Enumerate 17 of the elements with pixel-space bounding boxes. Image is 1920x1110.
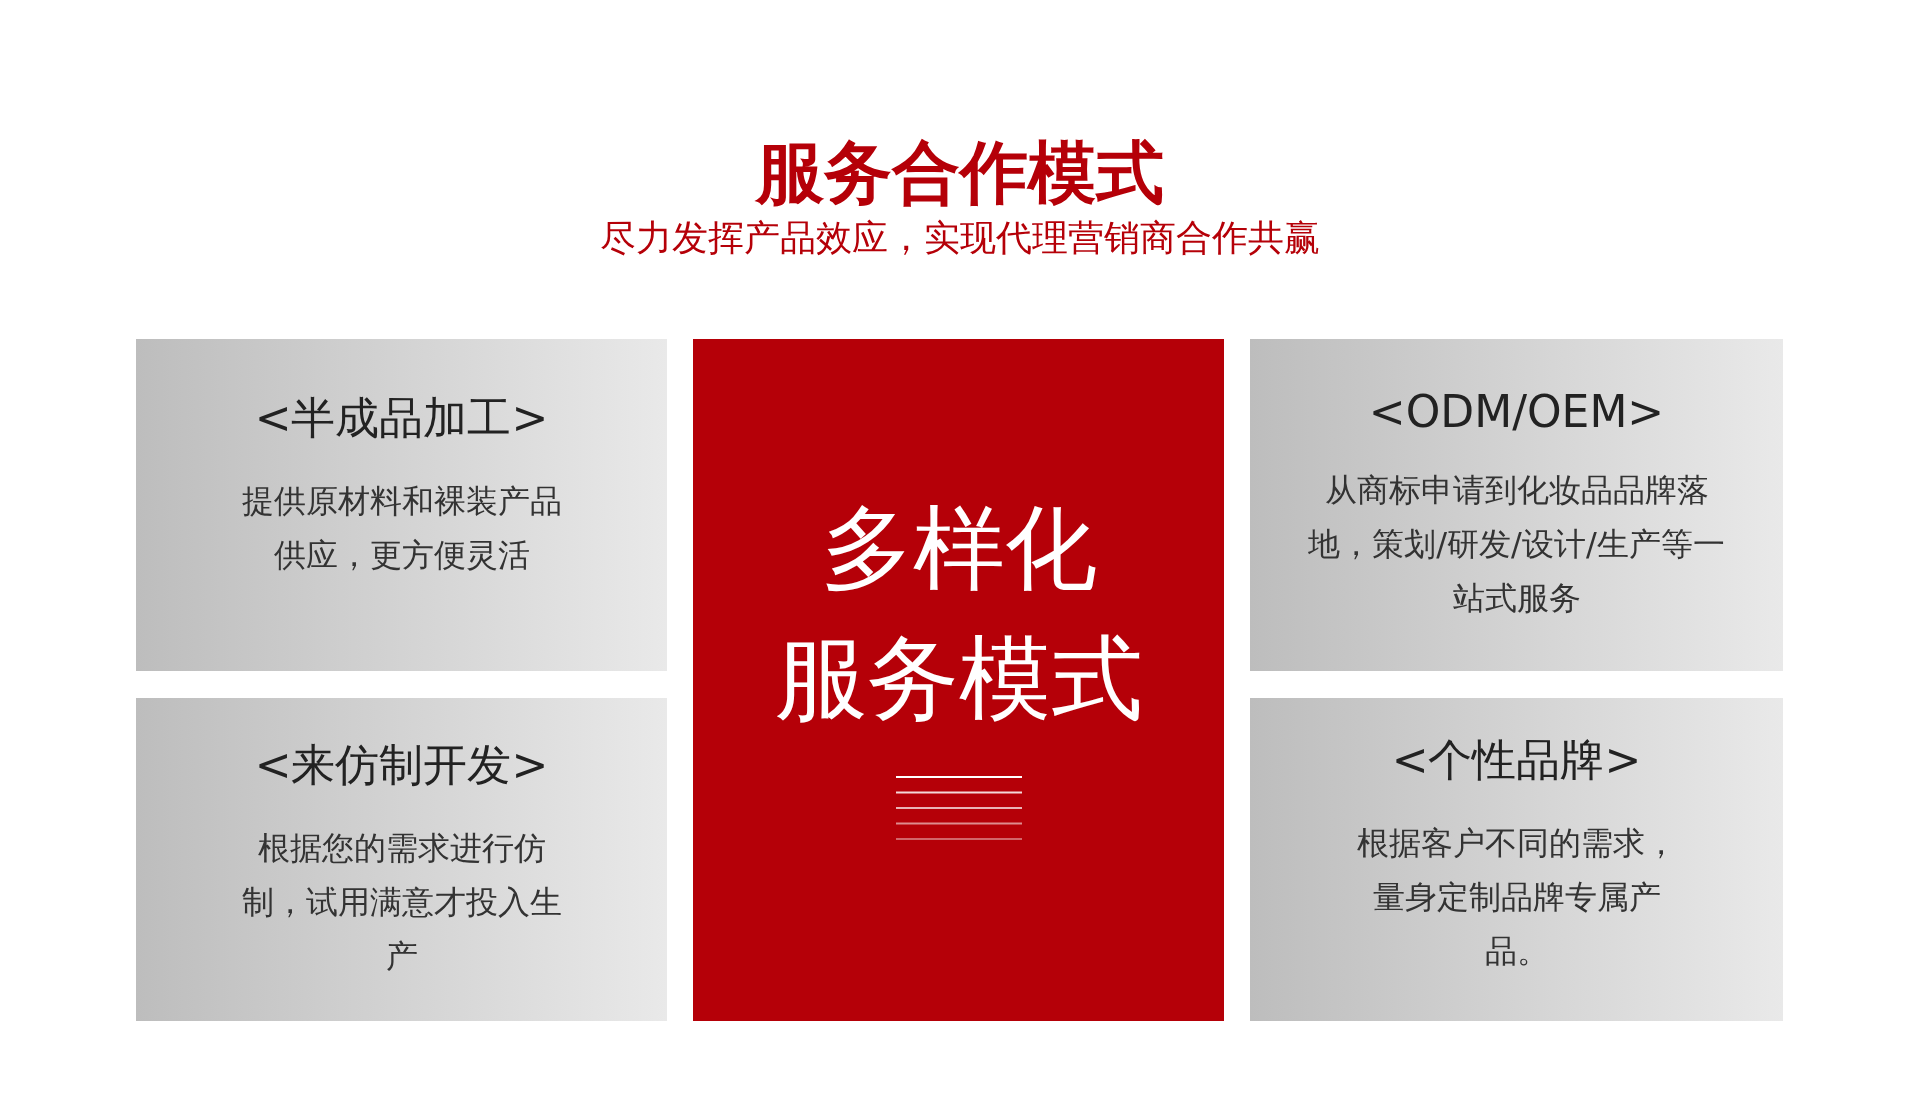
card-heading: <ODM/OEM> xyxy=(1368,385,1665,437)
card-heading: <半成品加工> xyxy=(254,390,549,445)
panel-heading: 多样化 xyxy=(820,494,1097,604)
card-text: 从商标申请到化妆品品牌落地，策划/研发/设计/生产等一站式服务 xyxy=(1307,469,1726,619)
card-heading: <来仿制开发> xyxy=(254,738,549,792)
center-panel xyxy=(693,339,1224,1021)
card-text: 根据客户不同的需求，量身定制品牌专属产品。 xyxy=(1355,823,1678,972)
subtitle: 尽力发挥产品效应，实现代理营销商合作共赢 xyxy=(599,216,1321,260)
card-heading: <个性品牌> xyxy=(1391,733,1642,787)
service-card xyxy=(136,698,667,1021)
card-text: 根据您的需求进行仿制，试用满意才投入生产 xyxy=(240,828,563,977)
title: 服务合作模式 xyxy=(754,132,1165,214)
card-text: 提供原材料和裸装产品供应，更方便灵活 xyxy=(240,480,563,576)
panel-heading: 服务模式 xyxy=(774,624,1143,734)
service-card xyxy=(1250,698,1783,1021)
service-card xyxy=(1250,339,1783,671)
service-card xyxy=(136,339,667,671)
